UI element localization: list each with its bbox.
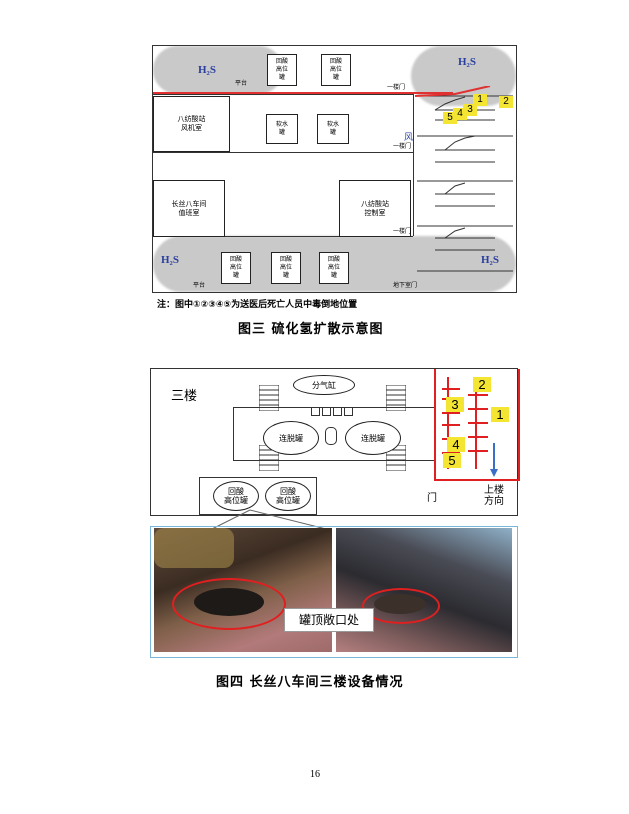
upstairs-label: 上楼 方向 [484,485,504,507]
door-label: 地下室门 [393,282,418,289]
staircase [415,86,513,272]
arrow-icon [490,443,498,477]
victim-marker: 3 [446,397,464,412]
high-tank: 回酸 高位罐 [265,481,311,511]
photo-tank-left [154,528,332,652]
h2s-label: H₂S [481,254,499,266]
door-label: 一楼门 [393,143,412,150]
duty-room: 长丝八车间 值班室 [153,180,225,237]
degas-tank: 连脱罐 [345,421,401,455]
fan-room: 八纺酸站 风机室 [153,96,230,152]
control-room: 八纺酸站 控制室 [339,180,411,237]
figure-note: 注：图中①②③④⑤为送医后死亡人员中毒倒地位置 [157,300,358,310]
acid-tank: 回酸 高位 罐 [267,54,297,86]
diffusion-path [153,92,453,94]
degas-tank: 连脱罐 [263,421,319,455]
victim-marker: 1 [491,407,509,422]
acid-tank: 回酸 高位 罐 [221,252,251,284]
victim-marker: 4 [447,437,465,452]
acid-tank: 回酸 高位 罐 [319,252,349,284]
door-label: 一楼门 [387,84,406,91]
h2s-label: H₂S [161,254,179,266]
victim-marker: 2 [499,96,513,108]
victim-marker: 5 [443,453,461,468]
hightank-box [199,477,317,515]
figure-3-diagram: H₂S H₂S H₂S H₂S 回酸 高位 罐 回酸 高位 罐 平台 一楼门 八… [152,45,517,293]
caption-figure-3: 图三 硫化氢扩散示意图 [238,322,384,337]
victim-marker: 1 [473,94,487,106]
h2s-label: H₂S [458,56,476,68]
acid-tank: 回酸 高位 罐 [321,54,351,86]
gas-cloud [153,46,283,94]
gas-cylinder: 分气缸 [293,375,355,395]
stair-icon [386,445,406,471]
floor-label: 三楼 [171,389,198,404]
door-label: 一楼门 [393,228,412,235]
water-tank: 软水 罐 [266,114,298,144]
door-label: 门 [427,493,437,504]
platform-label: 平台 [235,80,248,87]
high-tank: 回酸 高位罐 [213,481,259,511]
platform-label: 平台 [193,282,206,289]
acid-tank: 回酸 高位 罐 [271,252,301,284]
victim-marker: 5 [443,112,457,124]
stair-icon [259,385,279,411]
photo-label: 罐顶敞口处 [284,608,374,632]
water-tank: 软水 罐 [317,114,349,144]
page-number: 16 [310,769,320,780]
victim-marker: 2 [473,377,491,392]
h2s-label: H₂S [198,64,216,76]
small-boxes [311,407,355,417]
stair-area [434,369,520,481]
photo-frame [150,526,518,658]
figure-4-diagram: 三楼 分气缸 连脱罐 连脱罐 回酸 高位罐 回酸 高位罐 门 [150,368,520,516]
wind-label: 风 [404,133,414,143]
caption-figure-4: 图四 长丝八车间三楼设备情况 [216,675,404,690]
stair-icon [386,385,406,411]
photo-tank-right [336,528,512,652]
